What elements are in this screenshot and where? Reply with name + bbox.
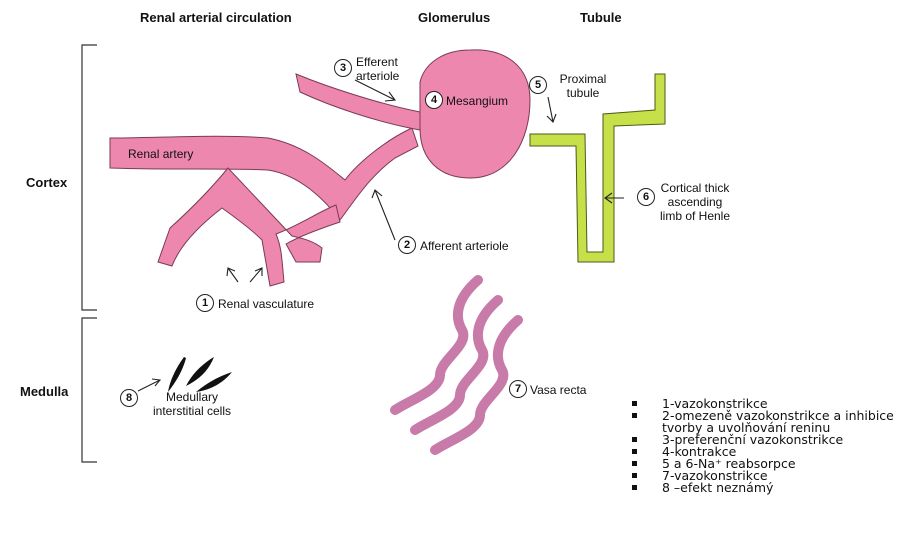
header-glomerulus: Glomerulus	[418, 10, 490, 25]
marker-8: 8	[120, 389, 138, 407]
bullet-icon	[632, 437, 637, 442]
label-renal-vasculature: Renal vasculature	[218, 297, 314, 311]
bullet-icon	[632, 413, 637, 418]
section-cortex: Cortex	[26, 175, 67, 190]
label-medullary-cells: Medullary interstitial cells	[140, 390, 244, 418]
glomerulus	[420, 50, 530, 178]
header-renal-arterial-circulation: Renal arterial circulation	[140, 10, 292, 25]
cortex-bracket	[82, 45, 97, 310]
section-medulla: Medulla	[20, 384, 68, 399]
legend-item-text: 2-omezeně vazokonstrikce a inhibice tvor…	[662, 408, 894, 435]
label-vasa-recta: Vasa recta	[530, 383, 586, 397]
marker-4: 4	[425, 91, 443, 109]
marker-2: 2	[398, 236, 416, 254]
bullet-icon	[632, 401, 637, 406]
marker-5: 5	[529, 76, 547, 94]
marker-3: 3	[334, 59, 352, 77]
label-renal-artery: Renal artery	[128, 147, 193, 161]
header-tubule: Tubule	[580, 10, 622, 25]
legend-item-text: 8 –efekt neznámý	[662, 480, 773, 495]
marker-1: 1	[196, 294, 214, 312]
legend-list: 1-vazokonstrikce 2-omezeně vazokonstrikc…	[632, 398, 904, 494]
marker-6: 6	[637, 188, 655, 206]
tubule	[530, 74, 665, 262]
marker-7: 7	[509, 380, 527, 398]
label-efferent-arteriole: Efferent arteriole	[356, 55, 412, 83]
bullet-icon	[632, 485, 637, 490]
medullary-cells	[168, 357, 232, 392]
label-cortical-thick-limb: Cortical thick ascending limb of Henle	[659, 181, 731, 223]
vasa-recta	[395, 280, 518, 450]
label-mesangium: Mesangium	[446, 94, 508, 108]
bullet-icon	[632, 473, 637, 478]
legend-item-7: 8 –efekt neznámý	[632, 482, 904, 494]
legend-item-2: 2-omezeně vazokonstrikce a inhibice tvor…	[632, 410, 904, 434]
label-proximal-tubule: Proximal tubule	[551, 72, 615, 100]
label-afferent-arteriole: Afferent arteriole	[420, 239, 509, 253]
bullet-icon	[632, 461, 637, 466]
bullet-icon	[632, 449, 637, 454]
medulla-bracket	[82, 318, 97, 462]
pointer-arrows	[138, 80, 624, 391]
renal-artery-tree	[110, 74, 420, 286]
